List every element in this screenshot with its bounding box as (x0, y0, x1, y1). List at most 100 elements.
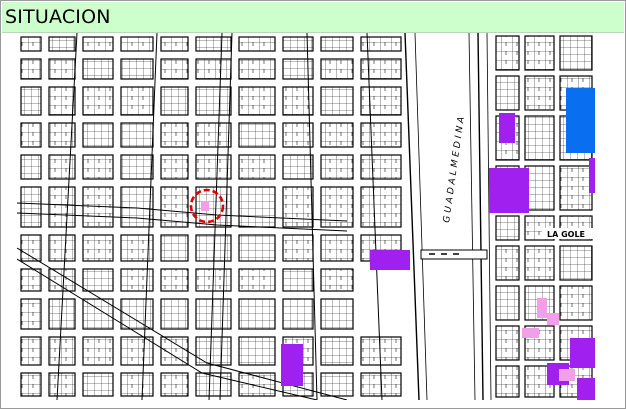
city-block (559, 285, 593, 321)
city-block (282, 186, 314, 228)
city-block (282, 86, 314, 116)
pink-zone (522, 328, 539, 338)
city-block (320, 154, 354, 180)
city-block (82, 298, 114, 330)
city-block (120, 186, 154, 228)
city-block (160, 154, 189, 180)
streets (17, 33, 383, 400)
panel-header: SITUACION (2, 2, 624, 33)
city-block (20, 36, 42, 52)
city-block (238, 186, 276, 228)
city-block (48, 234, 76, 262)
city-block (495, 215, 520, 241)
city-block (320, 122, 354, 148)
city-block (82, 122, 114, 148)
city-block (524, 75, 555, 111)
city-block (495, 245, 520, 281)
city-block (320, 58, 354, 80)
guadalmedina-river: GUADALMEDINA (404, 33, 492, 400)
location-map[interactable]: GUADALMEDINA LA GOLE (17, 33, 595, 400)
city-block (20, 298, 42, 330)
street-label: LA GOLE (547, 230, 585, 239)
city-block (320, 234, 354, 262)
city-block (120, 336, 154, 366)
city-block (160, 298, 189, 330)
city-block (195, 58, 232, 80)
city-block (160, 122, 189, 148)
city-block (20, 268, 42, 292)
city-block (160, 336, 189, 366)
city-block (360, 336, 402, 366)
city-block (82, 58, 114, 80)
city-block (360, 122, 402, 148)
city-block (495, 35, 520, 71)
city-block (82, 86, 114, 116)
city-block (282, 36, 314, 52)
highlighted-zones (281, 88, 595, 400)
city-block (20, 86, 42, 116)
purple-zone (589, 158, 595, 193)
pink-zone (537, 298, 547, 318)
city-block (48, 154, 76, 180)
city-block (360, 86, 402, 116)
city-block (524, 245, 555, 281)
city-block (195, 36, 232, 52)
city-block (120, 154, 154, 180)
city-block (282, 154, 314, 180)
city-block (360, 58, 402, 80)
city-block (20, 58, 42, 80)
city-block (195, 372, 232, 397)
city-block (160, 86, 189, 116)
city-block (559, 245, 593, 281)
city-block (160, 234, 189, 262)
city-block (195, 336, 232, 366)
city-block (320, 298, 354, 330)
city-block (20, 372, 42, 397)
city-block (48, 372, 76, 397)
city-block (238, 268, 276, 292)
city-block (120, 86, 154, 116)
city-block (20, 186, 42, 228)
city-block (238, 154, 276, 180)
blue-zone (566, 88, 595, 153)
city-block (82, 336, 114, 366)
location-marker-icon[interactable] (189, 188, 225, 224)
city-block (20, 154, 42, 180)
panel-title: SITUACION (5, 6, 111, 28)
city-block (195, 86, 232, 116)
city-block (48, 86, 76, 116)
city-block (82, 234, 114, 262)
city-block (282, 234, 314, 262)
pink-zone (547, 313, 559, 325)
city-block (160, 372, 189, 397)
city-block (82, 268, 114, 292)
city-block (320, 372, 354, 397)
city-block (238, 36, 276, 52)
city-block (524, 35, 555, 71)
city-block (120, 122, 154, 148)
city-block (120, 372, 154, 397)
purple-zone (370, 250, 410, 270)
city-block (20, 122, 42, 148)
city-block (360, 154, 402, 180)
city-block (282, 298, 314, 330)
city-block (360, 36, 402, 52)
city-block (238, 122, 276, 148)
city-block (238, 58, 276, 80)
purple-zone (499, 113, 515, 143)
city-block (48, 186, 76, 228)
map-svg: GUADALMEDINA LA GOLE (17, 33, 595, 400)
city-block (524, 115, 555, 161)
purple-zone (281, 344, 303, 386)
city-block (120, 36, 154, 52)
city-block (160, 58, 189, 80)
city-block (559, 35, 593, 71)
city-block (48, 58, 76, 80)
city-block (320, 268, 354, 292)
city-block (559, 165, 593, 211)
city-block (48, 36, 76, 52)
city-block (160, 268, 189, 292)
city-block (48, 268, 76, 292)
city-block (238, 234, 276, 262)
